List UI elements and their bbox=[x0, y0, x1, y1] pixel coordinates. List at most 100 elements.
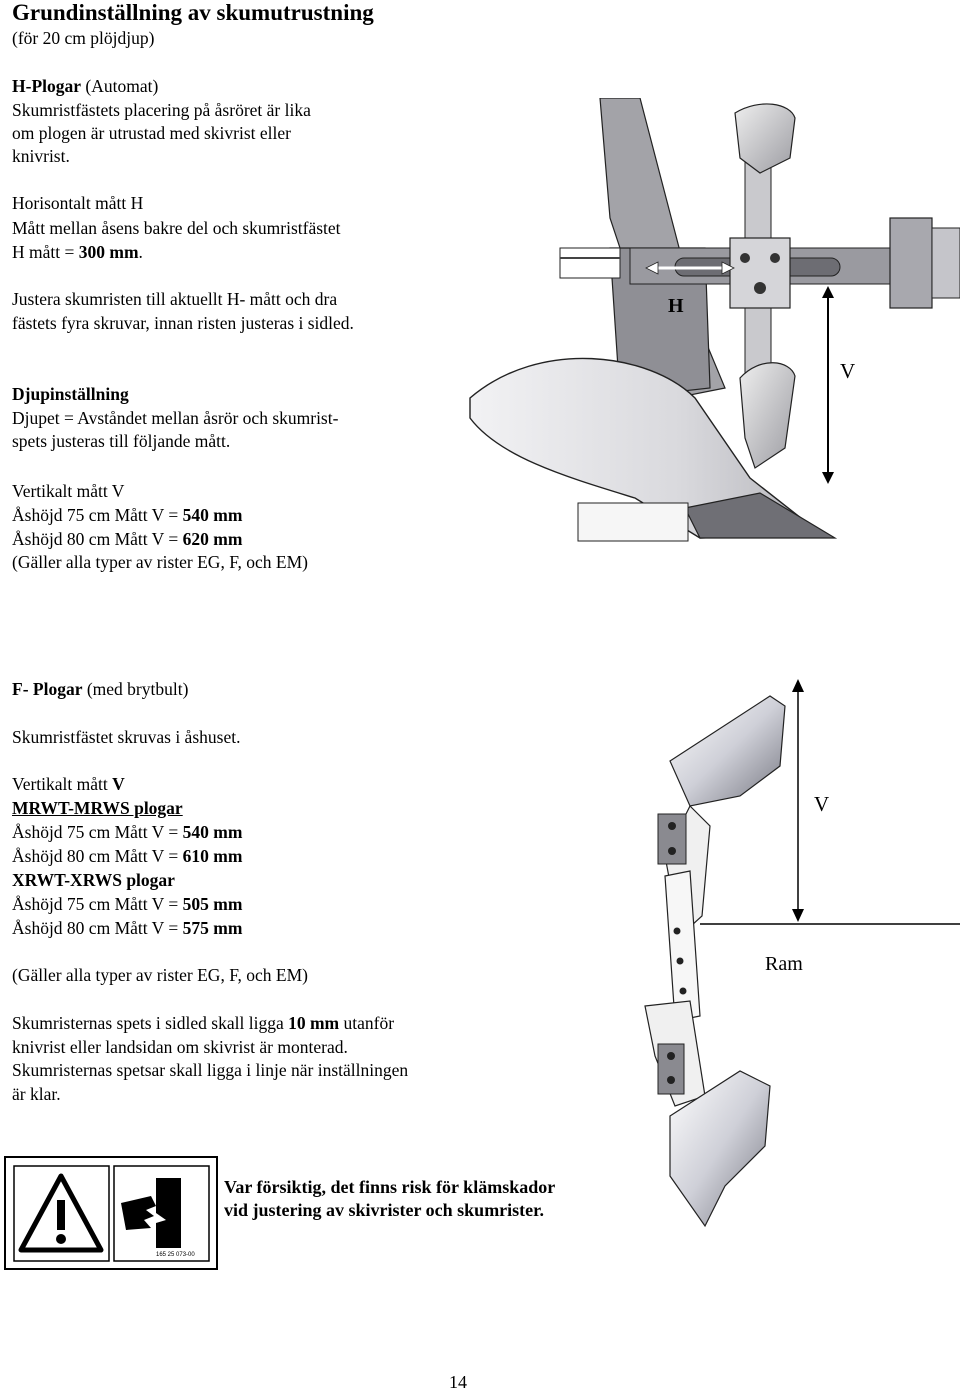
mrwt-row-1-label: Åshöjd 75 cm Mått V = bbox=[12, 822, 183, 842]
h-measure-line: H mått = 300 mm. bbox=[12, 240, 143, 264]
page-number: 14 bbox=[449, 1372, 467, 1392]
share-shape bbox=[684, 492, 838, 539]
depth-line-1: Djupet = Avståndet mellan åsrör och skum… bbox=[12, 408, 339, 428]
hand-icon bbox=[121, 1196, 156, 1230]
label-v: V bbox=[840, 359, 855, 383]
h-measure-label: H mått = bbox=[12, 242, 79, 262]
tip-line-4: är klar. bbox=[12, 1084, 61, 1104]
mrwt-row-2-label: Åshöjd 80 cm Mått V = bbox=[12, 846, 183, 866]
horizontal-measure-desc: Mått mellan åsens bakre del och skumrist… bbox=[12, 218, 341, 238]
landside-shape bbox=[577, 502, 689, 542]
h-plogar-heading-rest: (Automat) bbox=[81, 76, 159, 96]
bolt-shape bbox=[679, 987, 687, 995]
f-plogar-heading: F- Plogar (med brytbult) bbox=[12, 677, 188, 701]
f-vertical-title: Vertikalt mått V bbox=[12, 772, 125, 796]
h-measure-value: 300 mm bbox=[78, 242, 139, 262]
xrwt-row-1-value: 505 mm bbox=[182, 894, 243, 914]
tip-line-1-a: Skumristernas spets i sidled skall ligga bbox=[12, 1013, 289, 1033]
crush-blade-icon bbox=[156, 1178, 181, 1248]
xrwt-row-2-label: Åshöjd 80 cm Mått V = bbox=[12, 918, 183, 938]
exclamation-dot-icon bbox=[56, 1234, 66, 1244]
h-plogar-heading-bold: H-Plogar bbox=[12, 76, 82, 96]
f-vertical-bold: V bbox=[112, 774, 125, 794]
bracket-shape bbox=[889, 217, 933, 309]
coupling-shape bbox=[559, 247, 621, 279]
depth-row-2-value: 620 mm bbox=[182, 529, 243, 549]
f-plow-figure: V Ram bbox=[644, 679, 960, 1228]
exclamation-icon bbox=[57, 1200, 65, 1230]
lower-block-shape bbox=[657, 1043, 685, 1095]
warning-pictogram: 165 25 073-00 bbox=[13, 1165, 210, 1262]
bracket-end-shape bbox=[931, 227, 960, 299]
bolt-shape bbox=[676, 957, 684, 965]
bolt-shape bbox=[667, 1076, 675, 1084]
upper-block-shape bbox=[657, 813, 687, 865]
depth-line-2: spets justeras till följande mått. bbox=[12, 431, 231, 451]
v-arrow-top bbox=[792, 679, 804, 692]
page-subtitle: (för 20 cm plöjdjup) bbox=[12, 28, 155, 48]
beam-shape bbox=[664, 870, 701, 1022]
xrwt-row-2: Åshöjd 80 cm Mått V = 575 mm bbox=[12, 916, 242, 940]
depth-note: (Gäller alla typer av rister EG, F, och … bbox=[12, 552, 308, 572]
v-arrow-top bbox=[822, 286, 834, 298]
label-ram: Ram bbox=[765, 953, 803, 975]
bolt-shape bbox=[668, 847, 676, 855]
moldboard-shape bbox=[469, 357, 822, 539]
page-title: Grundinställning av skumutrustning bbox=[12, 0, 374, 25]
xrwt-row-1-label: Åshöjd 75 cm Mått V = bbox=[12, 894, 183, 914]
bolt-shape bbox=[668, 822, 676, 830]
tip-line-1-c: utanför bbox=[339, 1013, 395, 1033]
top-skimmer-shape bbox=[734, 103, 796, 174]
h-arrow-right bbox=[721, 261, 735, 275]
f-plogar-heading-bold: F- Plogar bbox=[12, 679, 83, 699]
pictogram-code: 165 25 073-00 bbox=[156, 1252, 195, 1258]
label-v: V bbox=[814, 792, 829, 816]
vertical-measure-title: Vertikalt mått V bbox=[12, 481, 125, 501]
mrwt-row-1: Åshöjd 75 cm Mått V = 540 mm bbox=[12, 820, 242, 844]
v-arrow-bottom bbox=[792, 909, 804, 922]
lower-skimmer-shape bbox=[669, 1070, 771, 1228]
bolt-shape bbox=[740, 253, 750, 263]
mrwt-title: MRWT-MRWS plogar bbox=[12, 798, 183, 818]
adjust-line-2: fästets fyra skruvar, innan risten juste… bbox=[12, 313, 354, 333]
depth-row-2: Åshöjd 80 cm Mått V = 620 mm bbox=[12, 527, 242, 551]
depth-row-1-value: 540 mm bbox=[182, 505, 243, 525]
f-vertical-label: Vertikalt mått bbox=[12, 774, 113, 794]
xrwt-row-2-value: 575 mm bbox=[182, 918, 243, 938]
lower-skimmer-shape bbox=[739, 362, 796, 469]
tip-line-1: Skumristernas spets i sidled skall ligga… bbox=[12, 1011, 394, 1035]
h-plogar-heading: H-Plogar (Automat) bbox=[12, 74, 158, 98]
tip-line-2: knivrist eller landsidan om skivrist är … bbox=[12, 1037, 348, 1057]
h-arrow-left bbox=[645, 261, 659, 275]
h-desc-line-3: knivrist. bbox=[12, 146, 70, 166]
depth-row-2-label: Åshöjd 80 cm Mått V = bbox=[12, 529, 183, 549]
bolt-shape bbox=[667, 1052, 675, 1060]
depth-row-1-label: Åshöjd 75 cm Mått V = bbox=[12, 505, 183, 525]
mrwt-row-2: Åshöjd 80 cm Mått V = 610 mm bbox=[12, 844, 242, 868]
clamp-shape bbox=[729, 237, 791, 309]
h-plow-figure: H V bbox=[469, 98, 960, 542]
horizontal-measure-title: Horisontalt mått H bbox=[12, 193, 144, 213]
label-h: H bbox=[668, 295, 684, 317]
f-plogar-heading-rest: (med brytbult) bbox=[82, 679, 189, 699]
bolt-shape bbox=[770, 253, 780, 263]
bolt-shape bbox=[754, 282, 766, 294]
depth-heading: Djupinställning bbox=[12, 384, 129, 404]
xrwt-title: XRWT-XRWS plogar bbox=[12, 870, 175, 890]
xrwt-row-1: Åshöjd 75 cm Mått V = 505 mm bbox=[12, 892, 242, 916]
warning-pictogram-box: 165 25 073-00 bbox=[4, 1156, 218, 1270]
bolt-shape bbox=[673, 927, 681, 935]
mrwt-row-2-value: 610 mm bbox=[182, 846, 243, 866]
tip-line-1-b: 10 mm bbox=[288, 1013, 340, 1033]
depth-row-1: Åshöjd 75 cm Mått V = 540 mm bbox=[12, 503, 242, 527]
adjust-line-1: Justera skumristen till aktuellt H- mått… bbox=[12, 289, 338, 309]
v-arrow-bottom bbox=[822, 472, 834, 484]
h-desc-line-2: om plogen är utrustad med skivrist eller bbox=[12, 123, 291, 143]
f-mount-text: Skumristfästet skruvas i åshuset. bbox=[12, 727, 241, 747]
tip-line-3: Skumristernas spetsar skall ligga i linj… bbox=[12, 1060, 409, 1080]
upper-skimmer-shape bbox=[669, 695, 786, 807]
mrwt-row-1-value: 540 mm bbox=[182, 822, 243, 842]
warning-line-2: vid justering av skivrister och skumrist… bbox=[224, 1200, 545, 1220]
warning-line-1: Var försiktig, det finns risk för klämsk… bbox=[224, 1177, 556, 1197]
h-measure-end: . bbox=[138, 242, 143, 262]
